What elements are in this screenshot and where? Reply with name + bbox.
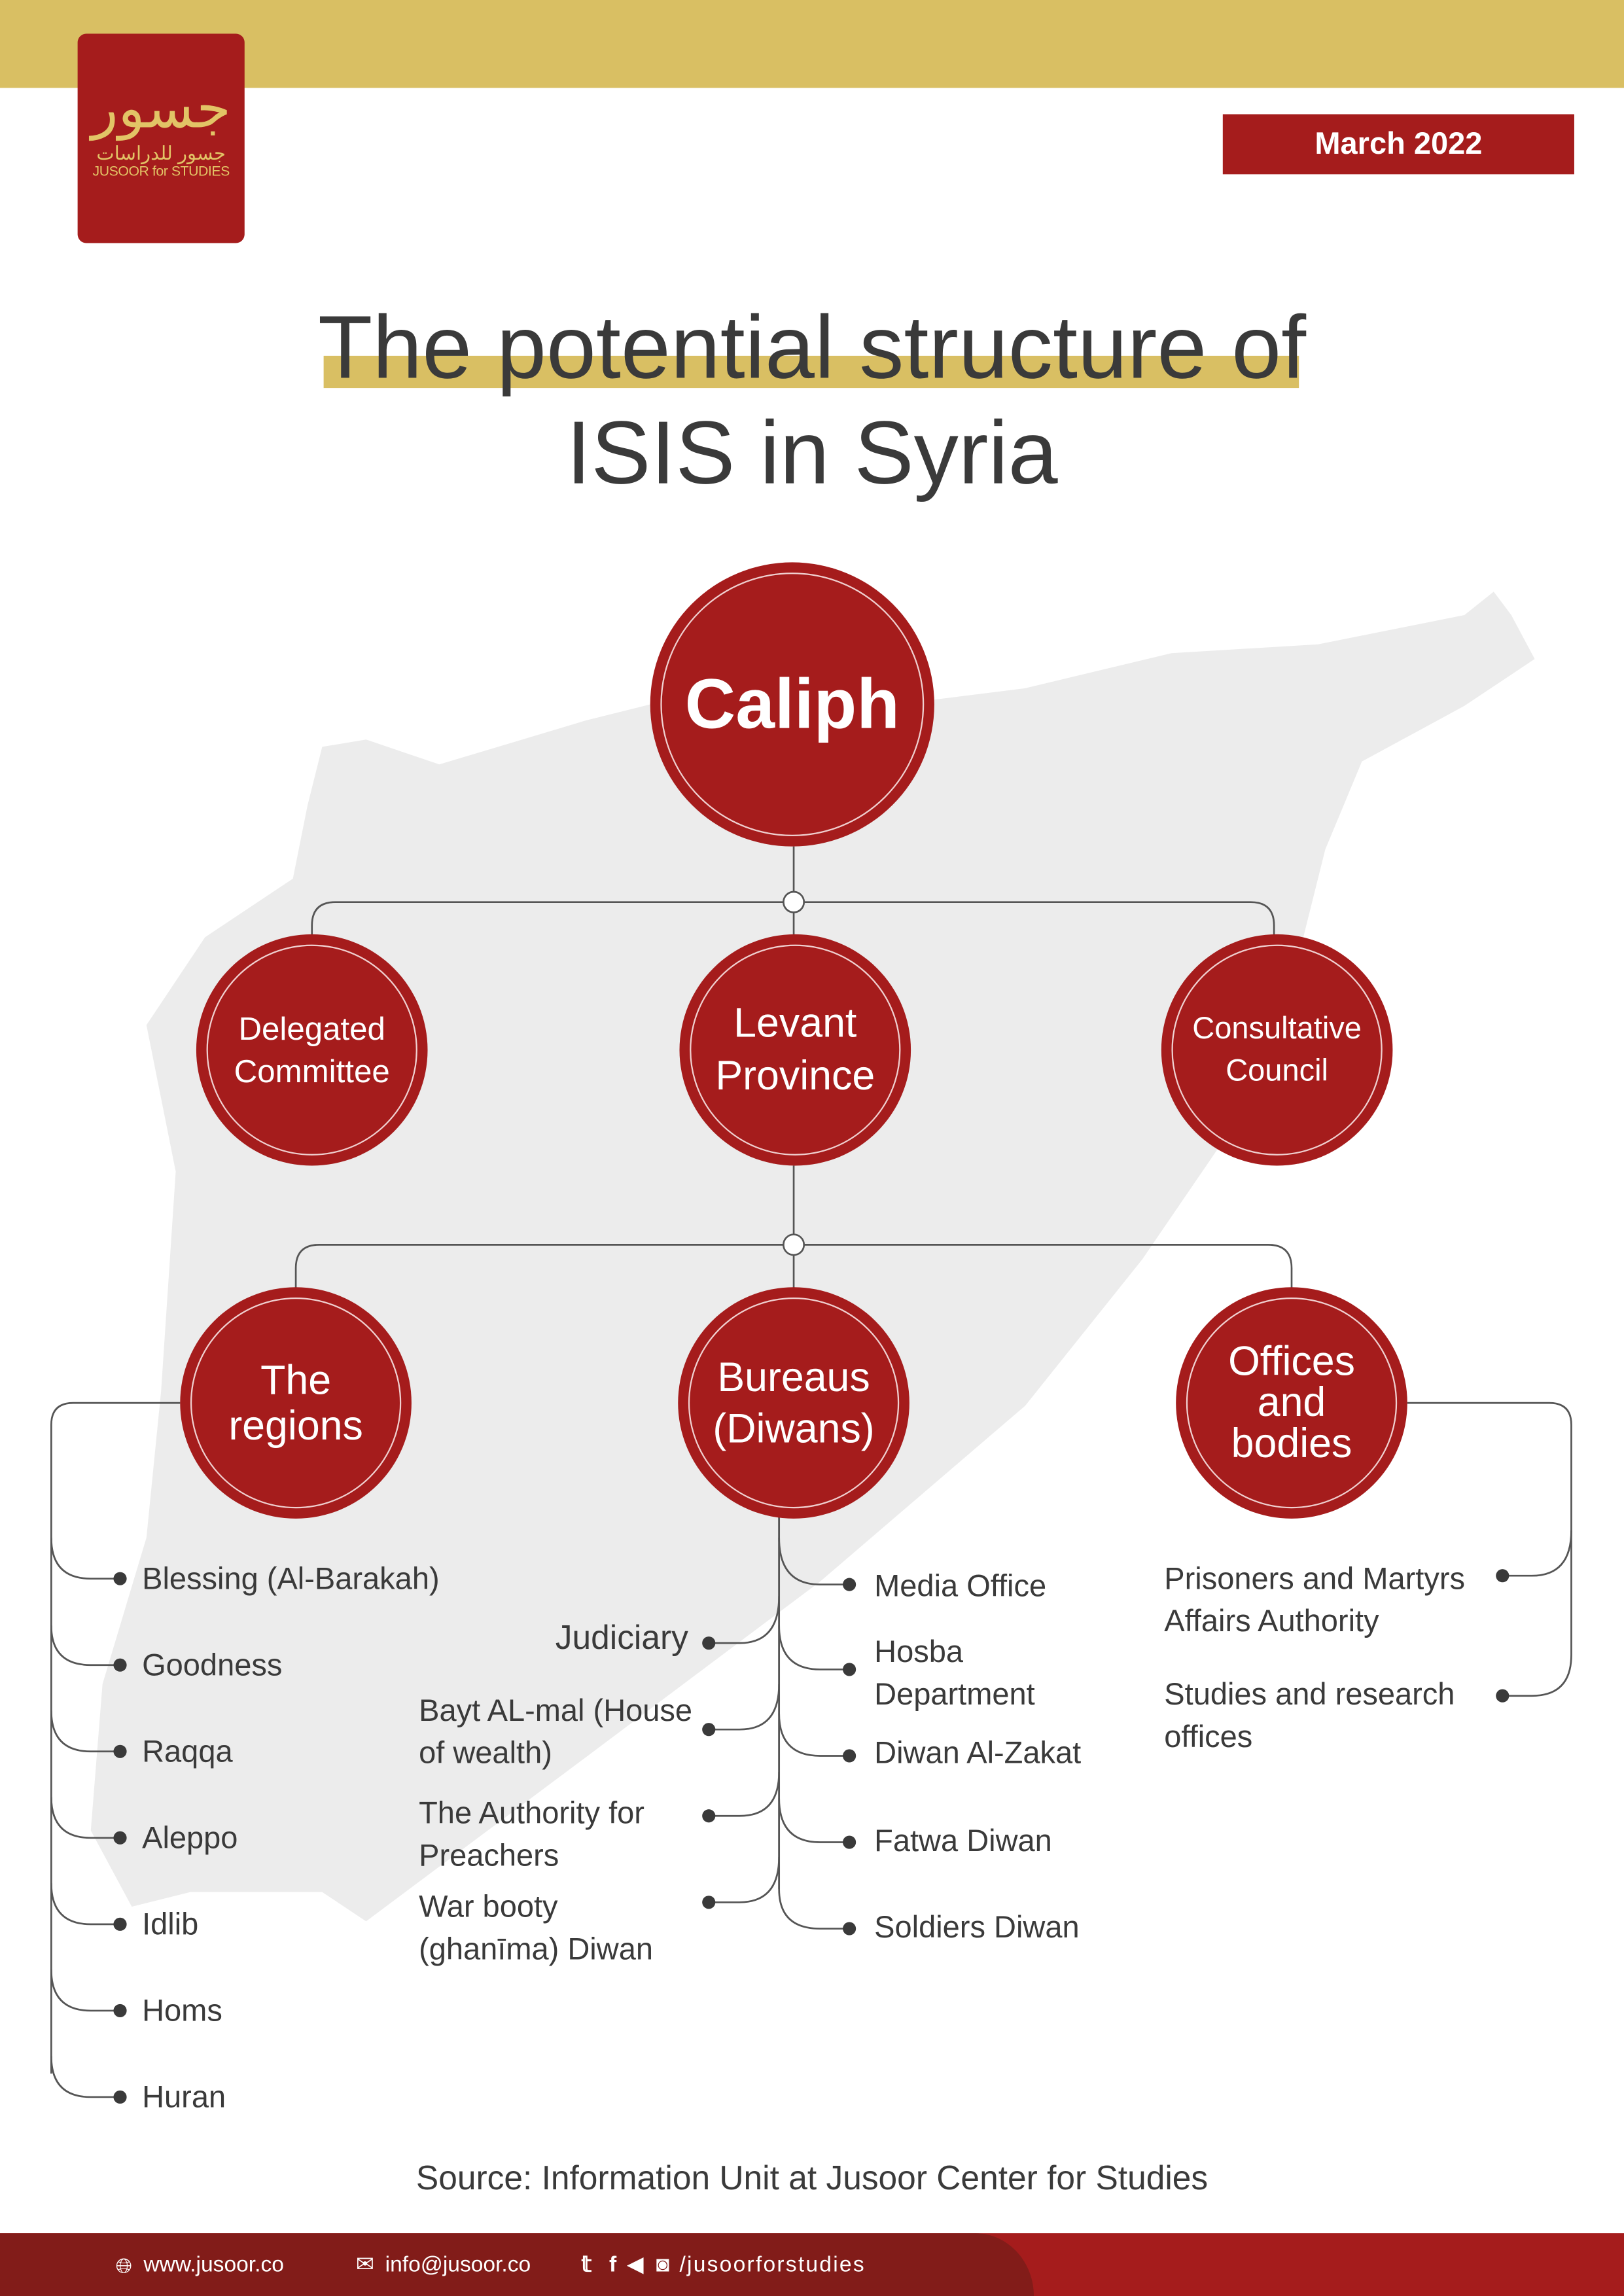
- twitter-icon[interactable]: 𝕥: [581, 2252, 592, 2278]
- page-title-line2: ISIS in Syria: [566, 402, 1058, 503]
- instagram-icon[interactable]: ◙: [656, 2252, 669, 2278]
- logo-calligraphy: جسور: [91, 76, 231, 141]
- bureau-item: Fatwa Diwan: [874, 1824, 1052, 1859]
- office-item: Prisoners and Martyrs Affairs Authority: [1164, 1563, 1466, 1639]
- date-badge: March 2022: [1222, 114, 1574, 175]
- bureau-item: Diwan Al-Zakat: [874, 1737, 1082, 1771]
- website-link[interactable]: www.jusoor.co: [143, 2252, 284, 2278]
- region-item: Aleppo: [142, 1822, 238, 1856]
- top-gold-bar: [0, 0, 1624, 88]
- node-consultative-council: Consultative Council: [1161, 934, 1393, 1166]
- node-levant-province: Levant Province: [679, 934, 911, 1166]
- source-note: Source: Information Unit at Jusoor Cente…: [415, 2158, 1209, 2197]
- node-the-regions: The regions: [180, 1287, 412, 1519]
- node-offices-and-bodies: Offices and bodies: [1176, 1287, 1407, 1519]
- bureau-item: War booty (ghanīma) Diwan: [419, 1890, 653, 1967]
- logo-english-text: JUSOOR for STUDIES: [92, 164, 230, 181]
- bureau-item: Media Office: [874, 1570, 1047, 1604]
- region-item: Homs: [142, 1994, 222, 2028]
- footer: 🌐︎ www.jusoor.co ✉ info@jusoor.co 𝕥 f ◀ …: [0, 2233, 1624, 2296]
- junction-node: [783, 1233, 805, 1256]
- footer-dark-band: [0, 2233, 1034, 2296]
- telegram-icon[interactable]: ◀: [626, 2252, 644, 2278]
- node-caliph: Caliph: [650, 562, 934, 847]
- bureau-item: Judiciary: [555, 1618, 688, 1657]
- page-title-line1: The potential structure of: [317, 297, 1307, 397]
- node-bureaus-diwans: Bureaus (Diwans): [678, 1287, 909, 1519]
- title-highlight: [323, 355, 1299, 389]
- logo-arabic-text: جسور للدراسات: [96, 142, 226, 164]
- syria-map-silhouette: [90, 592, 1535, 1922]
- junction-node: [783, 891, 805, 913]
- region-item: Blessing (Al-Barakah): [142, 1563, 440, 1597]
- node-delegated-committee: Delegated Committee: [196, 934, 428, 1166]
- bureau-item: Soldiers Diwan: [874, 1911, 1080, 1945]
- bureau-item: The Authority for Preachers: [419, 1797, 644, 1873]
- social-handle[interactable]: /jusoorforstudies: [679, 2252, 866, 2278]
- region-item: Goodness: [142, 1649, 283, 1683]
- globe-icon: 🌐︎: [115, 2253, 132, 2278]
- region-item: Huran: [142, 2081, 226, 2115]
- jusoor-logo: جسور جسور للدراسات JUSOOR for STUDIES: [77, 33, 245, 243]
- facebook-icon[interactable]: f: [609, 2252, 617, 2278]
- bullet-dots: [113, 1569, 1509, 2104]
- region-item: Idlib: [142, 1908, 199, 1942]
- office-item: Studies and research offices: [1164, 1678, 1455, 1755]
- region-item: Raqqa: [142, 1735, 233, 1769]
- email-link[interactable]: info@jusoor.co: [385, 2252, 531, 2278]
- bureau-item: Hosba Department: [874, 1635, 1035, 1712]
- bureau-item: Bayt AL-mal (House of wealth): [419, 1694, 693, 1771]
- mail-icon: ✉: [355, 2252, 375, 2278]
